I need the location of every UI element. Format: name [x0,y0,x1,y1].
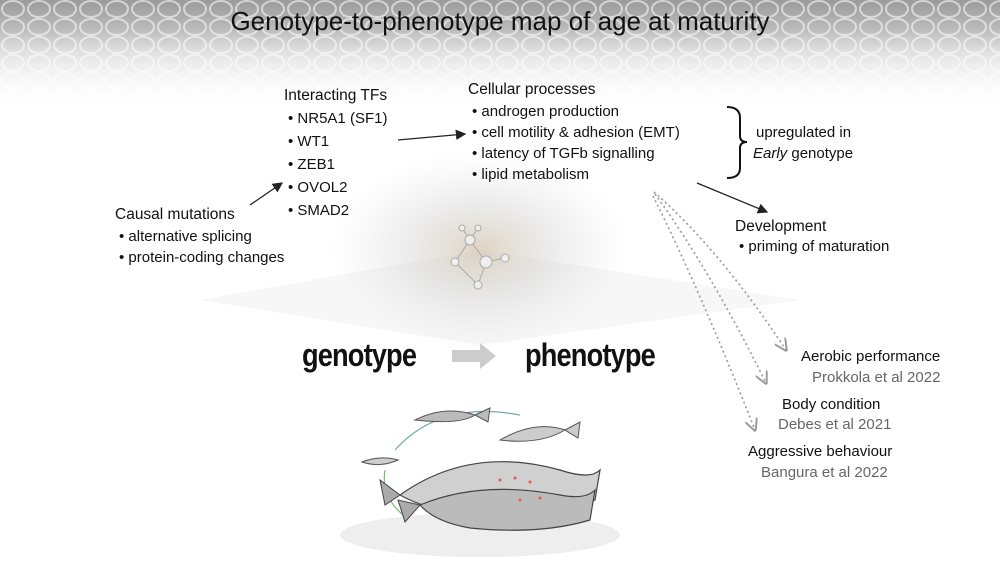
phenotype-ref: Prokkola et al 2022 [812,369,941,386]
arrow-tfs-to-processes [397,129,467,141]
tf-item: NR5A1 (SF1) [288,110,387,128]
upregulated-line1: upregulated in [756,124,852,141]
process-item: androgen production [472,103,619,121]
brace [726,106,748,179]
arrow-mutations-to-tfs [249,182,284,206]
salmon-life-cycle-illustration [340,407,620,557]
tf-item: OVOL2 [288,179,347,197]
development-item: priming of maturation [739,238,889,256]
genotype-label: genotype [302,337,417,373]
process-item: latency of TGFb signalling [472,145,654,163]
phenotype-label: phenotype [525,337,656,373]
upregulated-line2: Early genotype [753,145,853,163]
mutation-item: alternative splicing [119,228,251,246]
phenotype-ref: Bangura et al 2022 [761,464,888,481]
slide-title: Genotype-to-phenotype map of age at matu… [230,6,770,36]
phenotype-name: Aggressive behaviour [748,443,893,460]
tf-item: ZEB1 [288,156,335,174]
process-item: lipid metabolism [472,166,589,184]
phenotype-ref: Debes et al 2021 [778,416,892,433]
dotted-arrows [652,191,786,430]
arrow-processes-to-development [696,182,769,214]
genotype-phenotype-arrow [452,343,496,369]
tf-item: SMAD2 [288,202,349,220]
network-graph [450,224,510,290]
development-heading: Development [735,218,827,235]
tf-item: WT1 [288,133,329,151]
process-item: cell motility & adhesion (EMT) [472,124,679,142]
tfs-heading: Interacting TFs [284,87,388,104]
genotype-word: genotype [791,145,854,162]
mutation-item: protein-coding changes [119,249,284,267]
processes-heading: Cellular processes [468,81,596,98]
early-label: Early [753,145,788,162]
phenotype-name: Aerobic performance [801,348,941,365]
phenotype-name: Body condition [782,396,881,413]
mutations-heading: Causal mutations [115,206,235,223]
